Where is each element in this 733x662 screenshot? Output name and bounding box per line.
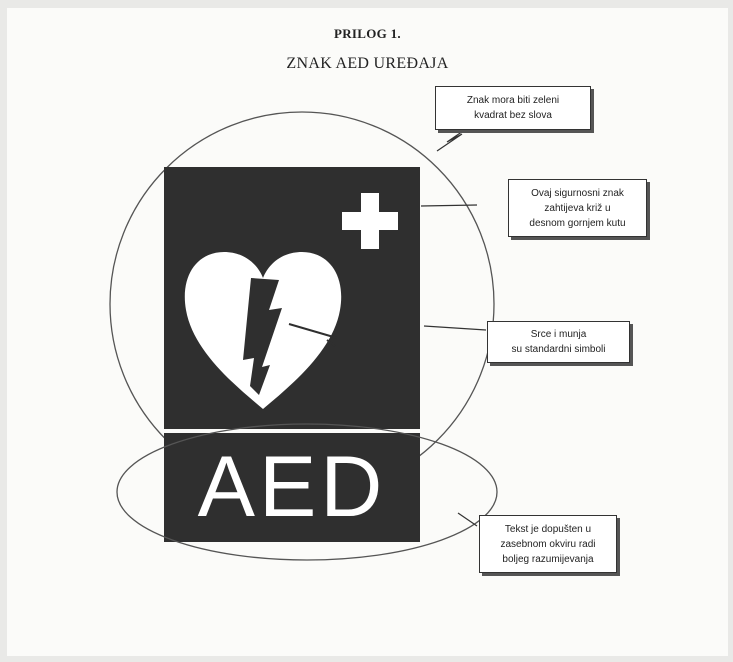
lightning-icon [243,278,282,395]
appendix-label: PRILOG 1. [334,26,401,41]
callout-pointer-square [436,126,470,152]
document-page: PRILOG 1. ZNAK AED UREĐAJA AED Znak mora… [7,8,728,656]
aed-text: AED [198,439,387,535]
callout-pointer-text [457,512,478,527]
page-title: ZNAK AED UREĐAJA [286,55,449,72]
cross-icon [342,193,398,249]
callout-green-square: Znak mora biti zeleni kvadrat bez slova [435,86,591,130]
callout-text-frame: Tekst je dopušten u zasebnom okviru radi… [479,515,617,573]
aed-text-panel [164,433,420,542]
callout-pointer-cross [420,204,478,207]
callout-heart-bolt: Srce i munja su standardni simboli [487,321,630,363]
callout-cross: Ovaj sigurnosni znak zahtijeva križ u de… [508,179,647,237]
text-ellipse [116,423,498,561]
heart-pointer-line [288,323,338,347]
callout-pointer-heart [423,325,487,331]
aed-sign-figure: AED [109,111,498,561]
